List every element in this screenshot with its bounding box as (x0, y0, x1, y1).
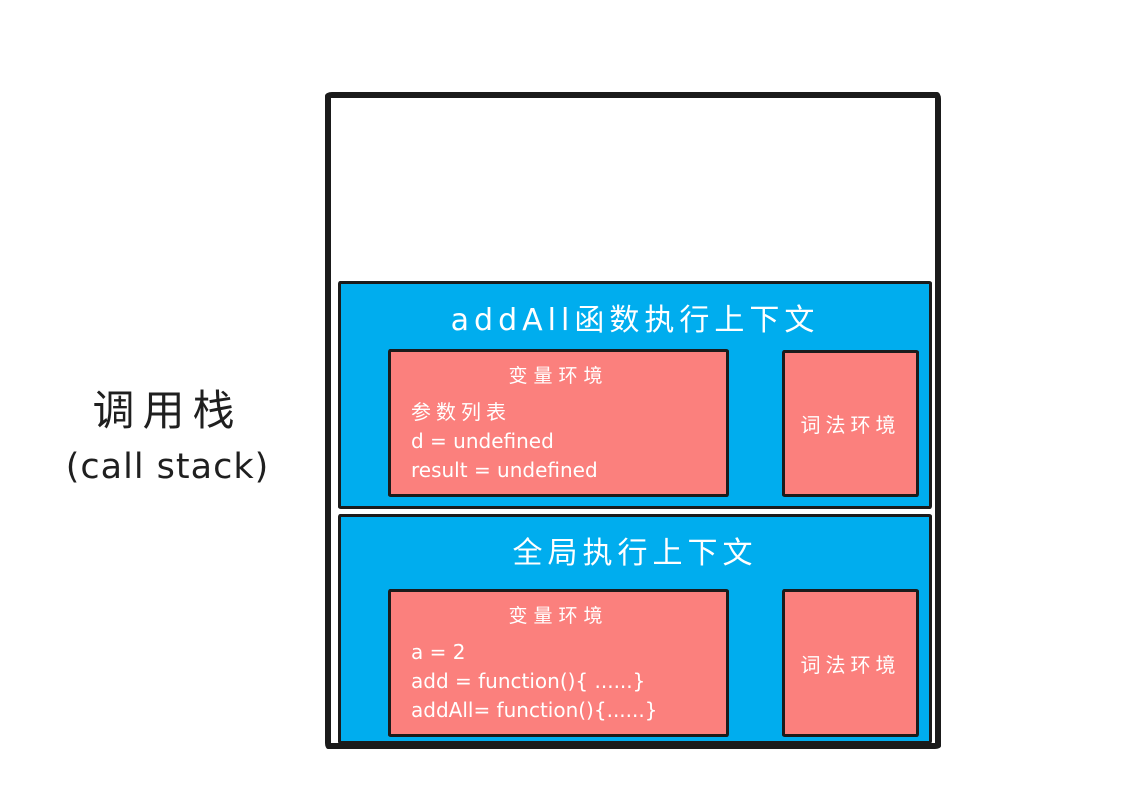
variable-environment-title: 变量环境 (508, 365, 609, 387)
variable-line: result = undefined (411, 458, 598, 482)
lexical-environment-title: 词法环境 (800, 413, 901, 437)
lexical-environment-box: 词法环境 (782, 589, 919, 737)
variable-environment-box: 变量环境 a = 2 add = function(){ ......} add… (388, 589, 729, 737)
call-stack-label-zh: 调用栈 (92, 386, 243, 435)
variable-environment-box: 变量环境 参数列表 d = undefined result = undefin… (388, 349, 729, 497)
variable-line: a = 2 (411, 640, 466, 664)
lexical-environment-box: 词法环境 (782, 350, 919, 497)
variable-line: add = function(){ ......} (411, 669, 646, 693)
variable-environment-title: 变量环境 (508, 605, 609, 627)
call-stack-label: 调用栈 (call stack) (40, 386, 295, 488)
variable-environment-lines: a = 2 add = function(){ ......} addAll= … (391, 638, 726, 734)
variable-environment-lines: 参数列表 d = undefined result = undefined (391, 398, 726, 494)
execution-context-global: 全局执行上下文 变量环境 a = 2 add = function(){ ...… (338, 514, 932, 744)
call-stack-box: addAll函数执行上下文 变量环境 参数列表 d = undefined re… (325, 92, 941, 749)
lexical-environment-title: 词法环境 (800, 652, 901, 677)
execution-context-title: 全局执行上下文 (512, 536, 758, 571)
variable-line: addAll= function(){......} (411, 698, 658, 722)
call-stack-label-en: (call stack) (65, 447, 270, 488)
execution-context-title: addAll函数执行上下文 (450, 303, 820, 338)
variable-line: d = undefined (411, 429, 554, 453)
variable-line: 参数列表 (411, 400, 511, 424)
execution-context-addall: addAll函数执行上下文 变量环境 参数列表 d = undefined re… (338, 281, 932, 509)
